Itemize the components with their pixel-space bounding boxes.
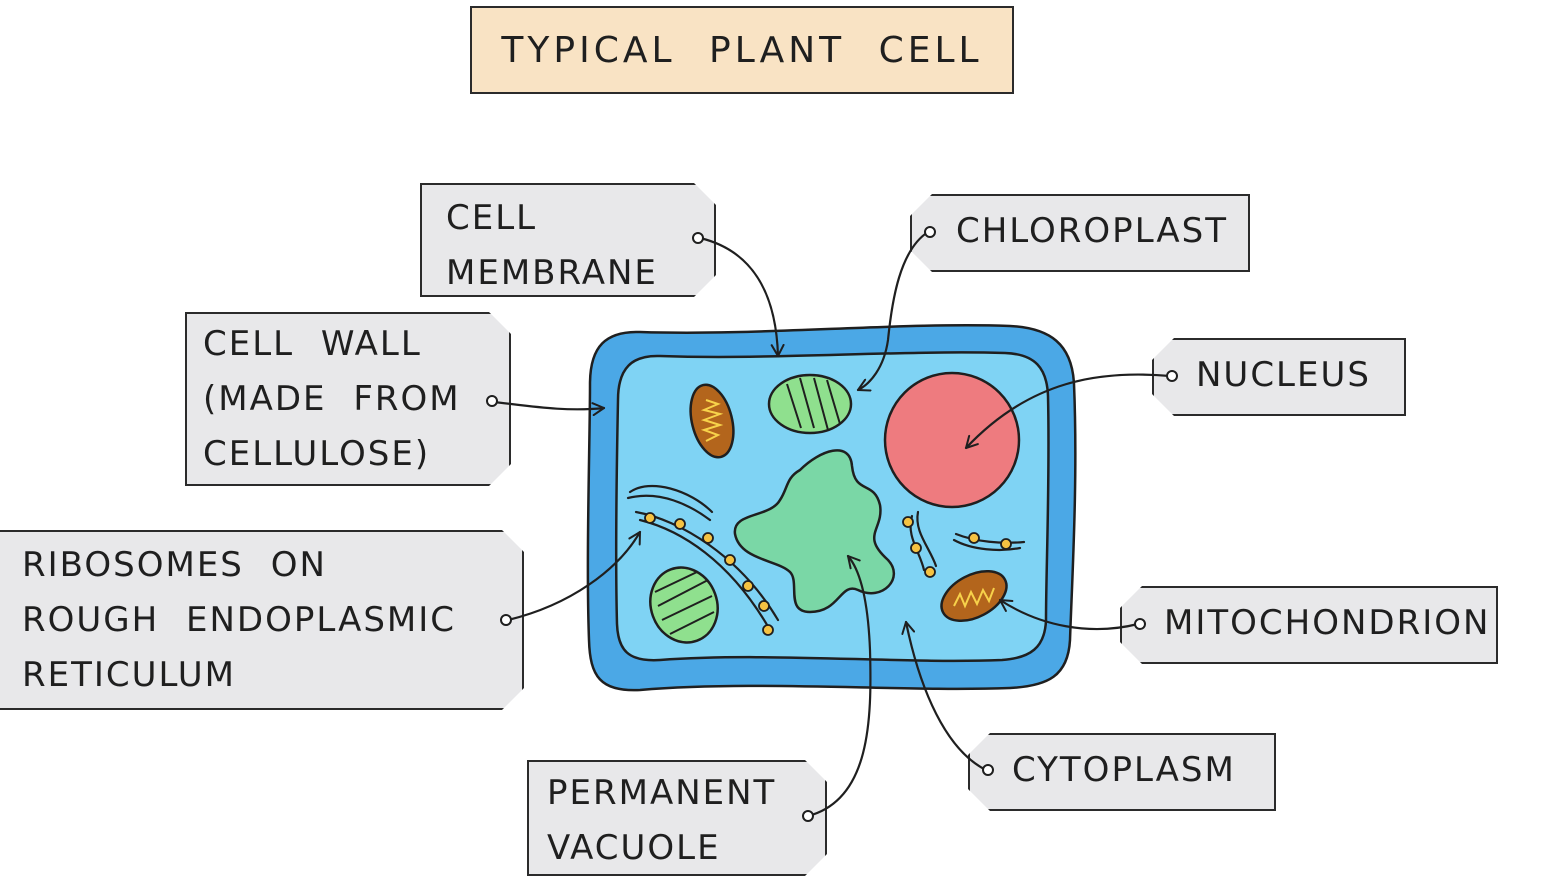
diagram-title: TYPICAL PLANT CELL	[470, 6, 1014, 94]
label-nucleus-line-1: NUCLEUS	[1196, 355, 1371, 395]
nucleus-shape	[883, 371, 1021, 509]
arrow-cell-wall	[492, 400, 606, 417]
label-chloroplast: CHLOROPLAST	[910, 194, 1250, 272]
label-nucleus: NUCLEUS	[1152, 338, 1406, 416]
arrow-cell-membrane	[698, 236, 785, 358]
arrow-mitochondrion	[998, 598, 1140, 631]
label-mitochondrion: MITOCHONDRION	[1120, 586, 1498, 664]
label-ribosomes-line-1: RIBOSOMES ON	[22, 545, 327, 585]
arrow-permanent-vacuole	[806, 554, 872, 818]
arrow-chloroplast	[856, 230, 930, 392]
arrow-ribosomes	[506, 530, 642, 622]
label-cell-wall: CELL WALL (MADE FROM CELLULOSE)	[185, 312, 511, 486]
label-permanent-vacuole-line-2: VACUOLE	[547, 828, 721, 868]
ribosome-dots	[644, 512, 1012, 636]
chloroplast-shape-top	[767, 373, 853, 435]
label-permanent-vacuole: PERMANENT VACUOLE	[527, 760, 827, 876]
label-ribosomes-line-2: ROUGH ENDOPLASMIC	[22, 600, 457, 640]
label-chloroplast-line-1: CHLOROPLAST	[956, 211, 1229, 251]
label-cell-membrane-line-1: CELL	[446, 198, 538, 238]
label-cytoplasm-line-1: CYTOPLASM	[1012, 750, 1236, 790]
label-ribosomes-line-3: RETICULUM	[22, 655, 236, 695]
label-cell-wall-line-3: CELLULOSE)	[203, 434, 431, 474]
chloroplast-shape-bottom	[649, 566, 719, 644]
label-mitochondrion-line-1: MITOCHONDRION	[1164, 603, 1491, 643]
mitochondrion-shape-bottom	[940, 569, 1008, 623]
leader-arrows	[492, 230, 1172, 818]
label-cytoplasm: CYTOPLASM	[968, 733, 1276, 811]
arrow-cytoplasm	[901, 620, 988, 772]
label-cell-wall-line-2: (MADE FROM	[203, 379, 461, 419]
mitochondrion-shape-top	[689, 383, 735, 459]
tag-pins	[486, 226, 1178, 822]
arrow-nucleus	[964, 373, 1172, 450]
label-cell-membrane-line-2: MEMBRANE	[446, 253, 658, 293]
label-ribosomes: RIBOSOMES ON ROUGH ENDOPLASMIC RETICULUM	[0, 530, 524, 710]
label-cell-wall-line-1: CELL WALL	[203, 324, 422, 364]
label-permanent-vacuole-line-1: PERMANENT	[547, 773, 777, 813]
vacuole-shape	[733, 449, 895, 614]
label-cell-membrane: CELL MEMBRANE	[420, 183, 716, 297]
